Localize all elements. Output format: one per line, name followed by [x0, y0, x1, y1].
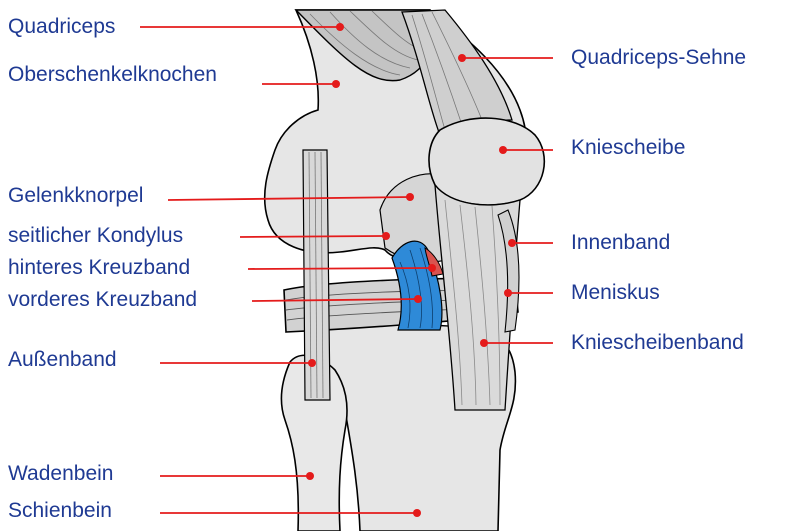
label-medial-ligament: Innenband	[571, 231, 670, 255]
label-articular-cartilage: Gelenkknorpel	[8, 184, 143, 208]
label-femur: Oberschenkelknochen	[8, 63, 217, 87]
label-lateral-ligament: Außenband	[8, 348, 117, 372]
label-patella: Kniescheibe	[571, 136, 685, 160]
label-patellar-ligament: Kniescheibenband	[571, 331, 744, 355]
leader-condyle	[240, 236, 386, 237]
patella-bone	[429, 118, 544, 205]
label-posterior-cruciate: hinteres Kreuzband	[8, 256, 190, 280]
label-tibia: Schienbein	[8, 499, 112, 523]
label-fibula: Wadenbein	[8, 462, 113, 486]
label-quadriceps-tendon: Quadriceps-Sehne	[571, 46, 746, 70]
label-anterior-cruciate: vorderes Kreuzband	[8, 288, 197, 312]
label-quadriceps: Quadriceps	[8, 15, 115, 39]
label-lateral-condyle: seitlicher Kondylus	[8, 224, 183, 248]
leader-posterior-cruciate	[248, 268, 432, 269]
label-meniscus: Meniskus	[571, 281, 660, 305]
